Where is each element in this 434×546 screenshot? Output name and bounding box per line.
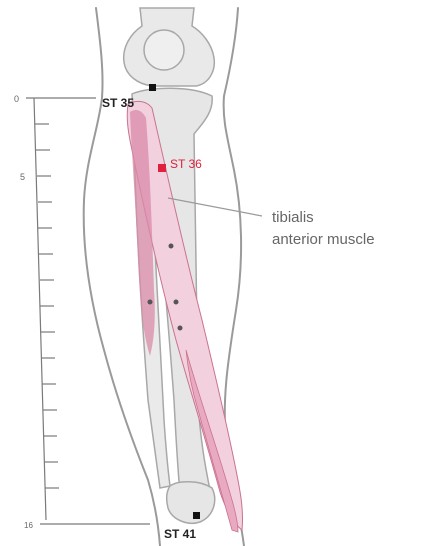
ruler-mid-value: 5 [20,172,25,182]
patella [144,30,184,70]
label-st35: ST 35 [102,96,134,110]
label-st41: ST 41 [164,527,196,541]
point-st35-marker [149,84,156,91]
point-marker [174,300,179,305]
point-st36-marker [158,164,166,172]
ruler-spine [34,98,46,520]
point-marker [169,244,174,249]
point-st41-marker [193,512,200,519]
ruler-bottom-value: 16 [24,521,33,530]
point-marker [148,300,153,305]
ruler [26,98,150,524]
point-marker [178,326,183,331]
ankle-bones [167,482,215,524]
ruler-top-value: 0 [14,94,19,104]
label-st36: ST 36 [170,157,202,171]
label-muscle-line1: tibialis [272,209,314,226]
label-muscle-line2: anterior muscle [272,231,375,248]
